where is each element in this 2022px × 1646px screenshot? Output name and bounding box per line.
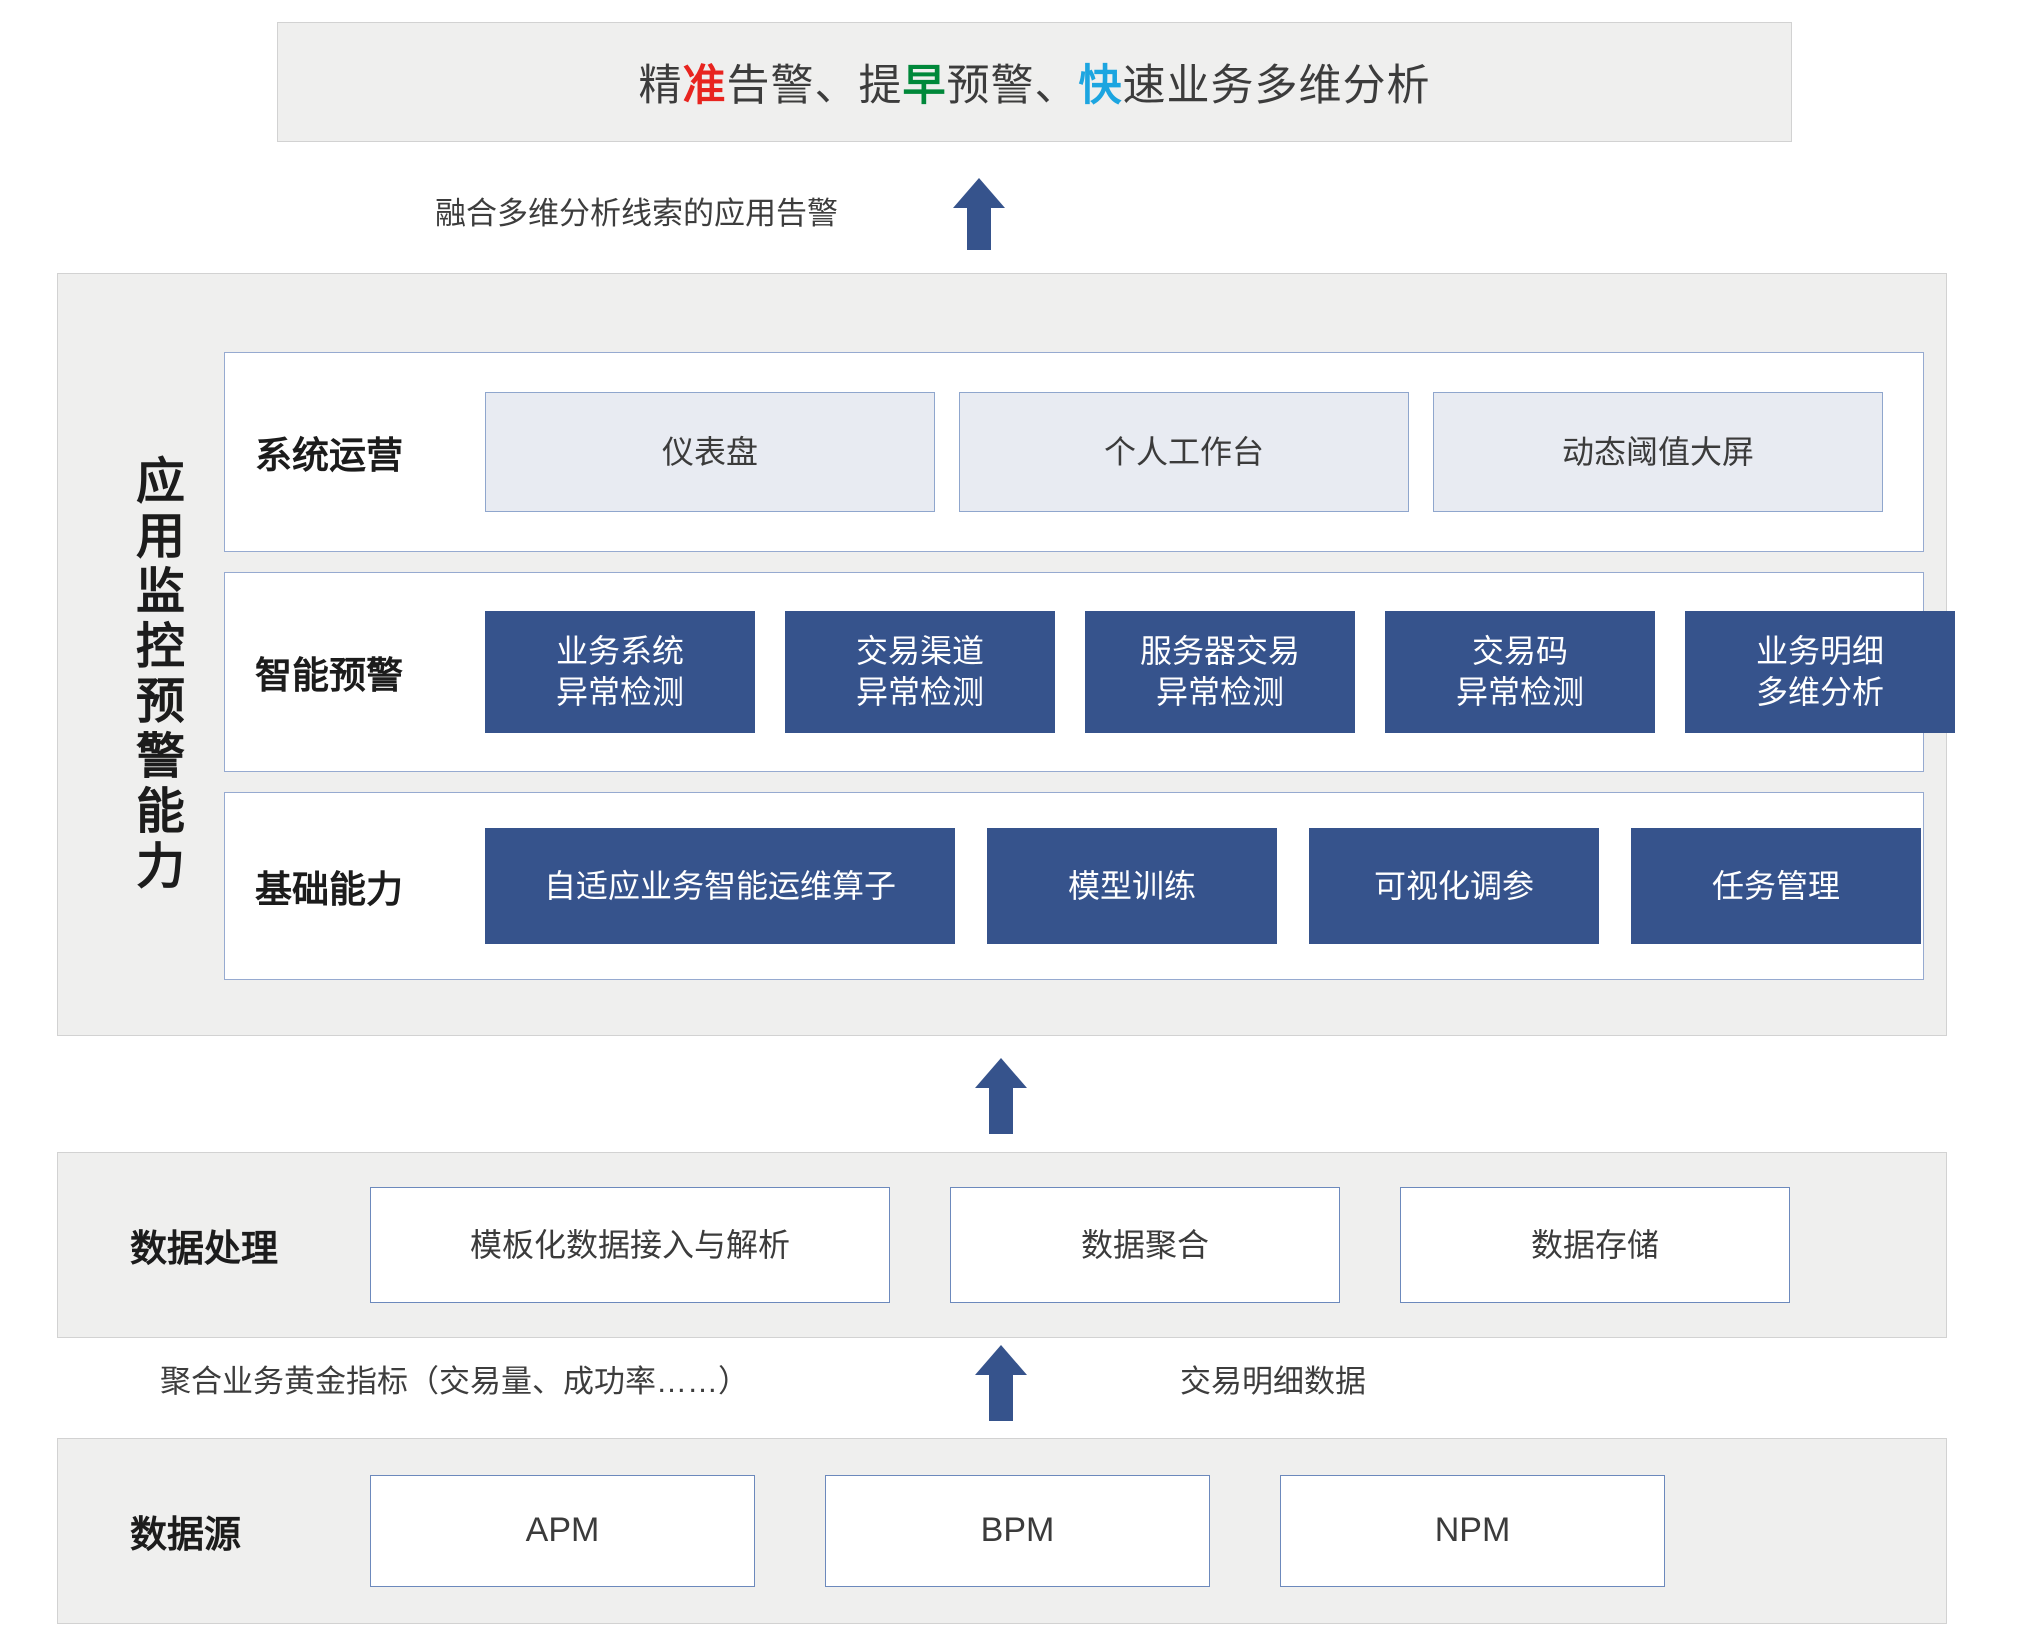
row-items-system-operations: 仪表盘 个人工作台 动态阈值大屏 [485,392,1923,512]
top-flow-arrow-icon [953,178,1005,250]
chip-task-management[interactable]: 任务管理 [1631,828,1921,944]
headline-text: 精准告警、提早预警、快速业务多维分析 [639,51,1431,113]
chip-business-detail-multidim[interactable]: 业务明细 多维分析 [1685,611,1955,733]
row-label-system-operations: 系统运营 [255,435,403,476]
data-source-panel: 数据源 APM BPM NPM [57,1438,1947,1624]
headline-seg-5-fast: 快 [1078,62,1123,110]
chip-apm[interactable]: APM [370,1475,755,1587]
chip-data-aggregation[interactable]: 数据聚合 [950,1187,1340,1303]
chip-personal-workbench[interactable]: 个人工作台 [959,392,1409,512]
headline-banner: 精准告警、提早预警、快速业务多维分析 [277,22,1792,142]
row-label-base-capability: 基础能力 [255,869,403,910]
chip-transaction-code-anomaly[interactable]: 交易码 异常检测 [1385,611,1655,733]
chip-visual-tuning[interactable]: 可视化调参 [1309,828,1599,944]
row-intelligent-alerting: 智能预警 业务系统 异常检测 交易渠道 异常检测 服务器交易 异常检测 交易码 … [224,572,1955,772]
chip-transaction-channel-anomaly[interactable]: 交易渠道 异常检测 [785,611,1055,733]
row-label-intelligent-alerting: 智能预警 [255,655,403,696]
capability-panel-title: 应用监控预警能力 [129,455,183,895]
chip-server-transaction-anomaly[interactable]: 服务器交易 异常检测 [1085,611,1355,733]
chip-data-storage[interactable]: 数据存储 [1400,1187,1790,1303]
mid-flow-arrow-icon [975,1058,1027,1134]
bottom-flow-left-label: 聚合业务黄金指标（交易量、成功率……） [160,1364,749,1399]
row-items-intelligent-alerting: 业务系统 异常检测 交易渠道 异常检测 服务器交易 异常检测 交易码 异常检测 … [485,611,1985,733]
chip-dynamic-threshold-screen[interactable]: 动态阈值大屏 [1433,392,1883,512]
chip-bpm[interactable]: BPM [825,1475,1210,1587]
data-processing-items: 模板化数据接入与解析 数据聚合 数据存储 [370,1187,1946,1303]
bottom-flow-arrow-icon [975,1345,1027,1421]
data-processing-panel: 数据处理 模板化数据接入与解析 数据聚合 数据存储 [57,1152,1947,1338]
row-items-base-capability: 自适应业务智能运维算子 模型训练 可视化调参 任务管理 [485,828,1953,944]
headline-seg-4: 预警、 [946,62,1079,110]
headline-seg-6: 速业务多维分析 [1122,62,1431,110]
headline-seg-2: 告警、提 [726,62,903,110]
top-flow-label: 融合多维分析线索的应用告警 [435,196,838,231]
chip-model-training[interactable]: 模型训练 [987,828,1277,944]
chip-business-system-anomaly[interactable]: 业务系统 异常检测 [485,611,755,733]
bottom-flow-right-label: 交易明细数据 [1180,1364,1366,1399]
data-source-items: APM BPM NPM [370,1475,1946,1587]
row-system-operations: 系统运营 仪表盘 个人工作台 动态阈值大屏 [224,352,1924,552]
headline-seg-3-early: 早 [902,62,947,110]
row-base-capability: 基础能力 自适应业务智能运维算子 模型训练 可视化调参 任务管理 [224,792,1924,980]
chip-adaptive-aiops-operator[interactable]: 自适应业务智能运维算子 [485,828,955,944]
headline-seg-1-accurate: 准 [682,62,727,110]
chip-template-ingest-parse[interactable]: 模板化数据接入与解析 [370,1187,890,1303]
headline-seg-0: 精 [638,62,683,110]
data-source-label: 数据源 [130,1514,241,1555]
chip-npm[interactable]: NPM [1280,1475,1665,1587]
chip-dashboard[interactable]: 仪表盘 [485,392,935,512]
data-processing-label: 数据处理 [130,1228,278,1269]
